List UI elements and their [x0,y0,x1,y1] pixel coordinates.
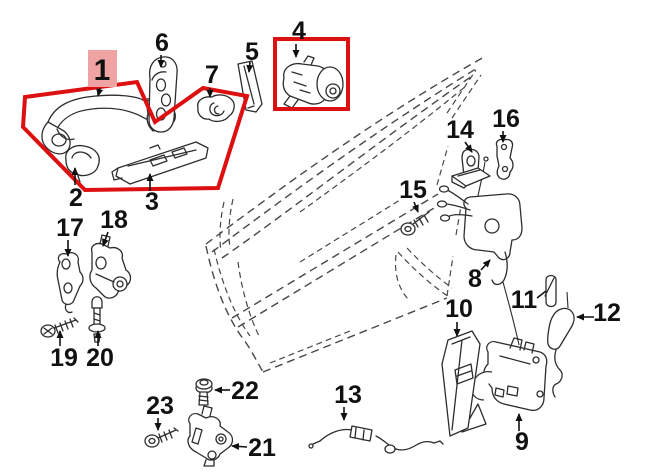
part-number-10: 10 [445,295,473,323]
part-20-bolt-art [88,296,106,343]
part-10-reinforcement-bracket-art [441,330,481,437]
part-label-6[interactable]: 6 [155,29,169,68]
part-18-leader-arrow [102,231,109,247]
part-number-3: 3 [145,188,159,216]
part-number-5: 5 [245,38,259,66]
part-number-15: 15 [399,176,427,204]
part-label-17[interactable]: 17 [56,214,84,257]
part-number-22: 22 [231,377,259,405]
part-number-6: 6 [155,29,169,57]
part-11-pin-art [544,274,557,308]
part-number-17: 17 [56,214,84,242]
part-number-1: 1 [94,54,111,87]
part-number-2: 2 [69,184,83,212]
part-number-20: 20 [86,344,114,372]
part-17-door-hinge-upper-art [56,252,84,314]
part-label-18[interactable]: 18 [100,206,128,247]
part-4-lock-cylinder-art [282,55,344,109]
part-label-4[interactable]: 4 [292,17,306,58]
part-label-23[interactable]: 23 [146,392,174,431]
part-15-screw-art [400,211,430,236]
part-number-23: 23 [146,392,174,420]
part-label-15[interactable]: 15 [399,176,427,213]
part-11-leader-arrow [536,290,547,299]
part-label-22[interactable]: 22 [214,377,259,405]
part-23-screw-art [144,427,179,448]
part-number-7: 7 [205,61,219,89]
part-label-21[interactable]: 21 [231,434,276,462]
part-number-12: 12 [593,299,621,327]
part-label-12[interactable]: 12 [576,299,621,327]
part-14-leader-arrow [464,141,473,153]
part-number-9: 9 [515,428,529,456]
part-number-11: 11 [511,286,538,314]
part-number-19: 19 [50,344,78,372]
part-21-leader-arrow [231,442,248,450]
part-number-21: 21 [248,434,276,462]
part-label-20[interactable]: 20 [86,330,114,372]
part-13-lock-cable-art [308,425,444,454]
part-9-lock-actuator-art [461,281,548,433]
part-5-leader-arrow [246,61,254,73]
part-22-bolt-art [195,378,213,406]
part-7-grommet-art [197,94,235,123]
part-label-14[interactable]: 14 [446,116,474,153]
part-12-lock-rod-art [547,291,575,398]
selected-part-badge [88,50,117,87]
part-label-16[interactable]: 16 [492,105,520,143]
door-outline-art [205,56,485,373]
part-number-8: 8 [468,265,482,293]
part-label-10[interactable]: 10 [445,295,473,337]
part-number-16: 16 [492,105,520,133]
part-label-19[interactable]: 19 [50,330,78,372]
part-1-leader-arrow [96,87,104,97]
part-number-14: 14 [446,116,474,144]
part-18-door-hinge-art [89,234,132,299]
part-16-bracket-art [495,138,514,180]
part-label-13[interactable]: 13 [334,381,362,421]
part-number-4: 4 [292,17,306,45]
part-label-3[interactable]: 3 [145,173,159,216]
part-number-13: 13 [334,381,362,409]
part-label-9[interactable]: 9 [515,413,529,456]
part-label-5[interactable]: 5 [245,38,259,73]
part-3-handle-carrier-art [111,141,209,185]
part-number-18: 18 [100,206,128,234]
part-19-screw-art [40,317,79,338]
part-label-1[interactable]: 1 [88,50,117,97]
part-label-7[interactable]: 7 [205,61,219,98]
selection-box-part-4 [273,37,350,111]
part-15-leader-arrow [412,201,419,213]
part-label-2[interactable]: 2 [69,167,83,212]
part-8-lock-module-art [436,156,523,286]
part-label-8[interactable]: 8 [468,259,491,293]
part-21-door-hinge-lower-art [187,405,234,467]
part-label-11[interactable]: 11 [511,286,547,314]
selection-outline-part-1 [20,79,250,193]
part-8-leader-arrow [480,259,491,271]
